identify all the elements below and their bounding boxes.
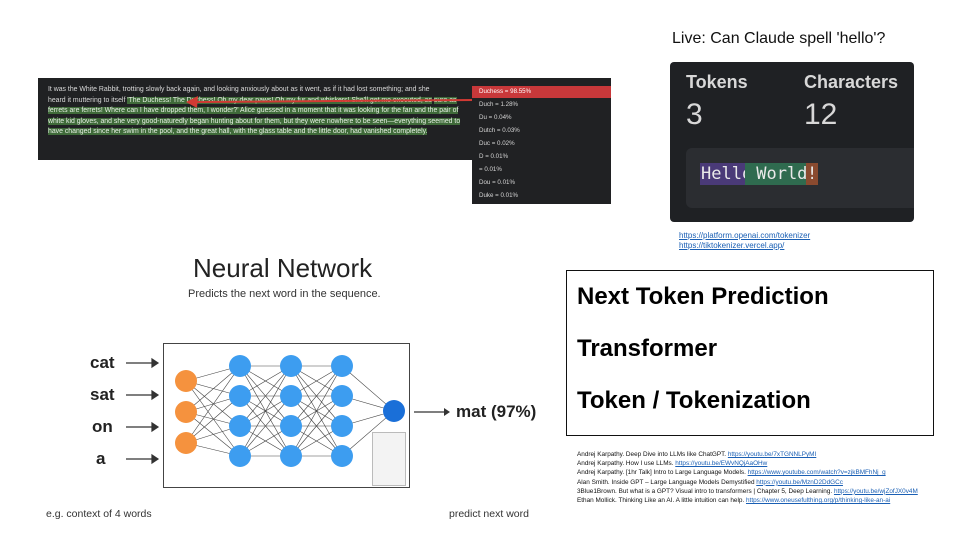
network-node [280, 445, 302, 467]
reference-item: Alan Smith. Inside GPT – Large Language … [577, 478, 937, 487]
prediction-item: Duch = 1.28% [479, 101, 519, 108]
reference-text: Alan Smith. Inside GPT – Large Language … [577, 478, 757, 486]
concept-transformer: Transformer [577, 335, 718, 362]
network-node [331, 385, 353, 407]
network-graph [175, 355, 405, 467]
characters-label: Characters [804, 72, 899, 92]
reference-link[interactable]: https://youtu.be/MznD2DdGCc [756, 478, 843, 486]
network-edge [239, 395, 292, 457]
network-node [175, 401, 197, 423]
input-word-sat: sat [90, 385, 115, 404]
next-token-probabilities: Duchess = 98.55% Duch = 1.28% Du = 0.04% Du… [472, 84, 611, 204]
network-node [331, 445, 353, 467]
network-edge [239, 365, 292, 457]
network-edge [185, 380, 241, 457]
input-word-on: on [92, 417, 113, 436]
network-edge [341, 410, 395, 457]
network-edge [290, 365, 343, 457]
reference-link[interactable]: https://youtu.be/wjZofJX0v4M [833, 487, 918, 495]
prediction-caption: predict next word [449, 508, 529, 520]
reference-text: 3Blue1Brown. But what is a GPT? Visual i… [577, 487, 834, 495]
reference-link[interactable]: https://www.oneusefulthing.org/p/thinkin… [745, 497, 891, 505]
prediction-item: Dutch = 0.03% [479, 127, 520, 134]
network-node [229, 355, 251, 377]
context-caption: e.g. context of 4 words [46, 508, 152, 520]
network-node [175, 432, 197, 454]
prediction-item: Duc = 0.02% [479, 140, 515, 147]
network-node [331, 355, 353, 377]
reference-text: Andrej Karpathy. How I use LLMs. [577, 460, 676, 468]
tokens-label: Tokens [686, 72, 748, 92]
prediction-item: Duchess = 98.55% [472, 86, 611, 98]
key-concepts-box: Next Token Prediction Transformer Token … [566, 270, 934, 436]
token-hello: Hello [700, 163, 754, 185]
references-list: Andrej Karpathy. Deep Dive into LLMs lik… [577, 450, 937, 505]
excerpt-highlight-start: 'The Duchess! [127, 96, 172, 104]
concept-next-token-prediction: Next Token Prediction [577, 283, 829, 310]
prediction-item: = 0.01% [479, 166, 502, 173]
reference-item: Andrej Karpathy. Deep Dive into LLMs lik… [577, 450, 937, 459]
network-edge [185, 365, 241, 413]
tokenizer-panel: Tokens 3 Characters 12 Hello World ! [670, 62, 914, 222]
network-node [175, 370, 197, 392]
network-node [229, 385, 251, 407]
network-edge [290, 395, 343, 457]
tokens-count: 3 [686, 98, 703, 131]
network-node [229, 415, 251, 437]
live-demo-title: Live: Can Claude spell 'hello'? [672, 30, 886, 47]
concept-tokenization: Token / Tokenization [577, 387, 811, 414]
reference-item: 3Blue1Brown. But what is a GPT? Visual i… [577, 487, 937, 496]
reference-text: Andrej Karpathy. [1hr Talk] Intro to Lar… [577, 469, 748, 477]
tiktokenizer-link[interactable]: https://tiktokenizer.vercel.app/ [679, 240, 785, 250]
prediction-item: Dou = 0.01% [479, 179, 515, 186]
network-edge [185, 380, 241, 427]
network-edge [239, 365, 292, 427]
excerpt-highlight-rest: The Duchess! Oh my dear paws! Oh my fur … [171, 96, 432, 104]
network-node [280, 355, 302, 377]
input-arrows-icon [126, 357, 160, 465]
network-edge [185, 395, 241, 444]
characters-count: 12 [804, 98, 838, 131]
network-edge [290, 365, 343, 427]
tokenizer-links: https://platform.openai.com/tokenizer ht… [679, 231, 810, 250]
network-node [280, 385, 302, 407]
reference-link[interactable]: https://www.youtube.com/watch?v=zjkBMFhN… [747, 469, 886, 477]
nn-title: Neural Network [193, 253, 373, 283]
reference-item: Ethan Mollick. Thinking Like an AI. A li… [577, 496, 937, 505]
network-node [383, 400, 405, 422]
reference-link[interactable]: https://youtu.be/7xTGNNLPyMI [727, 451, 817, 458]
output-prediction: mat (97%) [456, 402, 537, 421]
openai-tokenizer-link[interactable]: https://platform.openai.com/tokenizer [679, 231, 811, 240]
reference-text: Ethan Mollick. Thinking Like an AI. A li… [577, 497, 746, 505]
network-node [331, 415, 353, 437]
prediction-item: Du = 0.04% [479, 114, 512, 121]
excerpt-line-1: It was the White Rabbit, trotting slowly… [48, 86, 430, 93]
prediction-item: Duke = 0.01% [479, 192, 519, 199]
pointer-arrow-icon [186, 96, 477, 108]
reference-item: Andrej Karpathy. [1hr Talk] Intro to Lar… [577, 468, 937, 477]
nn-subtitle: Predicts the next word in the sequence. [188, 288, 381, 300]
network-edge [185, 411, 241, 457]
reference-text: Andrej Karpathy. Deep Dive into LLMs lik… [577, 451, 728, 458]
reference-link[interactable]: https://youtu.be/EWvNQjAaOHw [675, 460, 768, 468]
network-edge [185, 365, 241, 444]
network-node [229, 445, 251, 467]
reference-item: Andrej Karpathy. How I use LLMs. https:/… [577, 459, 937, 468]
network-edge [341, 365, 395, 412]
input-word-cat: cat [90, 353, 115, 372]
output-arrow-icon [414, 408, 450, 416]
neural-network-diagram [163, 343, 410, 488]
prediction-item: D = 0.01% [479, 153, 509, 160]
token-world: World [745, 163, 809, 185]
document-thumbnail-icon [372, 432, 406, 486]
excerpt-line-2-prefix: heard it muttering to itself [48, 96, 128, 104]
token-exclamation: ! [806, 163, 819, 185]
input-word-a: a [96, 449, 106, 468]
excerpt-text: It was the White Rabbit, trotting slowly… [48, 85, 473, 138]
network-node [280, 415, 302, 437]
